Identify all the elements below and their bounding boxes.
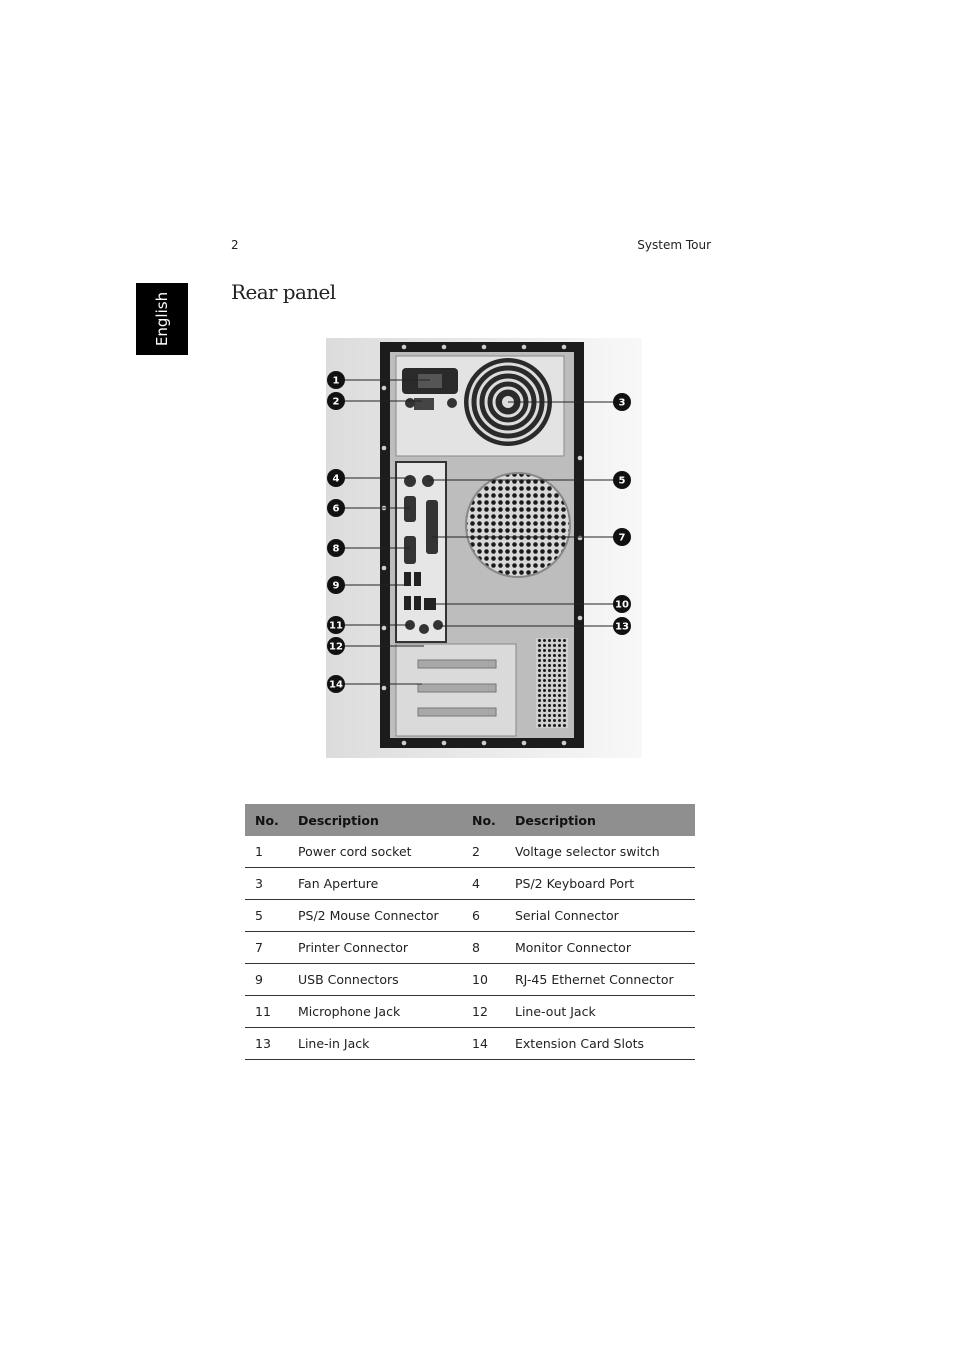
serial-port [404,496,416,522]
cell-no: 3 [245,867,298,900]
language-tab: English [136,283,188,355]
cell-no: 12 [472,995,515,1028]
table-row: 11 Microphone Jack 12 Line-out Jack [245,995,695,1028]
callout-5: 5 [619,476,626,487]
table-row: 7 Printer Connector 8 Monitor Connector [245,931,695,964]
voltage-switch [414,398,434,410]
callout-8: 8 [333,544,340,555]
vga-port [404,536,416,564]
cell-no: 13 [245,1027,298,1060]
header-description-2: Description [515,812,596,828]
cell-description: Extension Card Slots [515,1027,695,1060]
header-no-2: No. [472,812,496,828]
cell-no: 4 [472,867,515,900]
cell-no: 5 [245,899,298,932]
cell-no: 10 [472,963,515,996]
running-head: System Tour [637,238,711,252]
cell-description: Power cord socket [298,836,472,868]
callout-12: 12 [329,642,343,653]
table-row: 3 Fan Aperture 4 PS/2 Keyboard Port [245,867,695,900]
cell-description: RJ-45 Ethernet Connector [515,963,695,996]
system-fan [465,472,571,578]
cell-description: Printer Connector [298,931,472,964]
cell-description: Voltage selector switch [515,836,695,868]
callout-10: 10 [615,600,629,611]
io-shield [395,461,447,643]
usb-ports-upper [404,572,411,586]
table-header-row: No. Description No. Description [245,804,695,836]
callout-11: 11 [329,621,343,632]
line-out-jack [419,624,429,634]
callout-9: 9 [333,581,340,592]
line-in-jack [433,620,443,630]
cell-no: 14 [472,1027,515,1060]
callout-3: 3 [619,398,626,409]
leader-lines [342,379,618,685]
cell-no: 8 [472,931,515,964]
cell-description: Line-out Jack [515,995,695,1028]
table-row: 13 Line-in Jack 14 Extension Card Slots [245,1027,695,1060]
cell-description: Serial Connector [515,899,695,932]
cell-description: Fan Aperture [298,867,472,900]
side-vent [536,638,568,728]
header-no-1: No. [255,812,279,828]
callout-4: 4 [333,474,340,485]
table-row: 9 USB Connectors 10 RJ-45 Ethernet Conne… [245,963,695,996]
cell-description: Line-in Jack [298,1027,472,1060]
cell-description: USB Connectors [298,963,472,996]
ps2-mouse [422,475,434,487]
rear-panel-figure: 1 2 3 4 5 6 7 8 9 10 11 13 12 14 [322,338,644,758]
header-description-1: Description [298,812,379,828]
language-tab-label: English [153,291,171,347]
cell-description: Microphone Jack [298,995,472,1028]
page-number: 2 [231,238,239,252]
callout-badges: 1 2 3 4 5 6 7 8 9 10 11 13 12 14 [327,371,631,693]
table-row: 1 Power cord socket 2 Voltage selector s… [245,836,695,868]
callout-2: 2 [333,397,340,408]
cell-no: 7 [245,931,298,964]
table-row: 5 PS/2 Mouse Connector 6 Serial Connecto… [245,899,695,932]
cell-no: 9 [245,963,298,996]
parallel-port [426,500,438,554]
cell-description: PS/2 Keyboard Port [515,867,695,900]
rear-panel-table: No. Description No. Description 1 Power … [245,804,695,1060]
usb-ports-lower [404,596,411,610]
cell-no: 6 [472,899,515,932]
ps2-keyboard [404,475,416,487]
cell-description: PS/2 Mouse Connector [298,899,472,932]
callout-7: 7 [619,533,626,544]
callout-14: 14 [329,680,343,691]
cell-no: 1 [245,836,298,868]
section-title: Rear panel [231,280,336,304]
cell-no: 2 [472,836,515,868]
callout-13: 13 [615,622,629,633]
cell-description: Monitor Connector [515,931,695,964]
callout-1: 1 [333,376,340,387]
callout-6: 6 [333,504,340,515]
cell-no: 11 [245,995,298,1028]
